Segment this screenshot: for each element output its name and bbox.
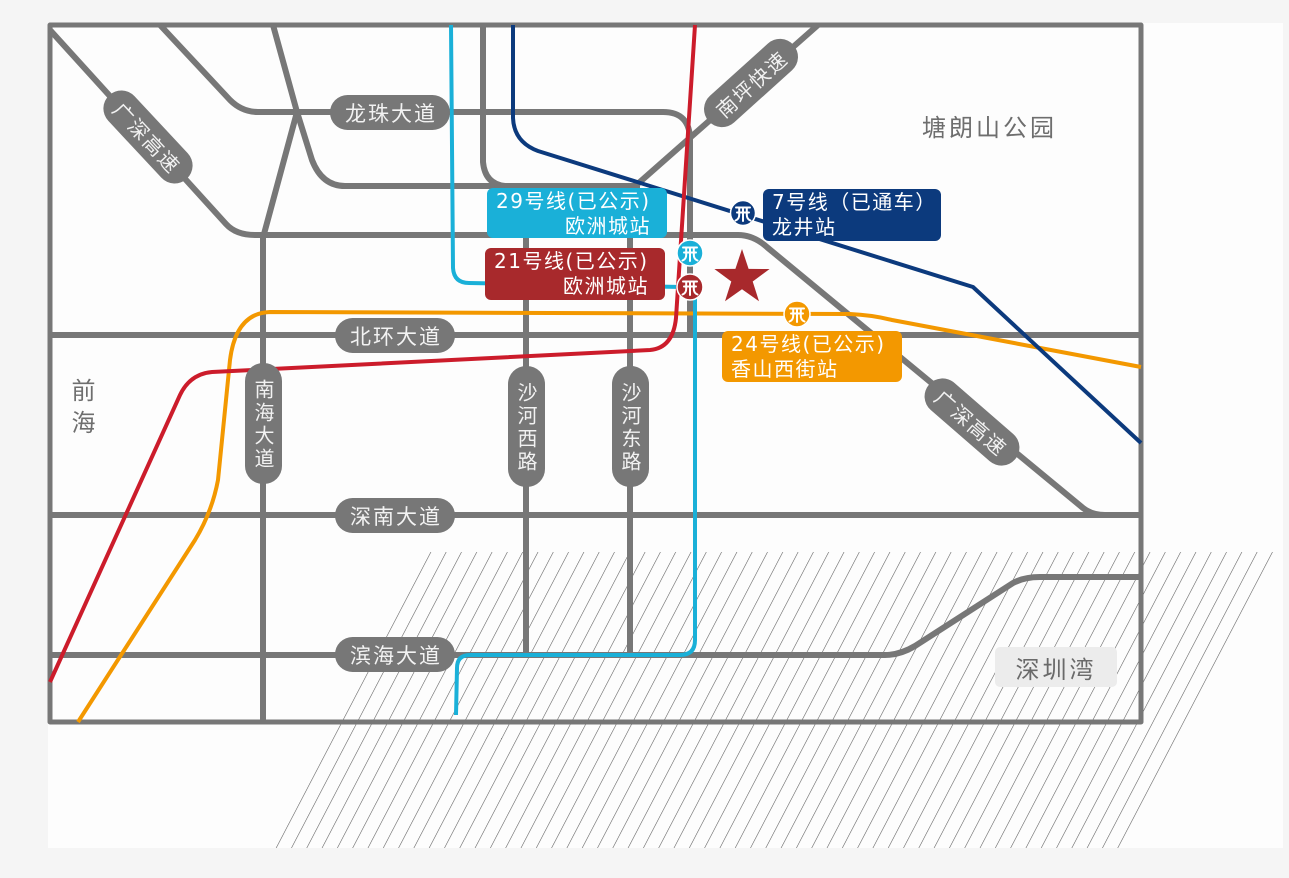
station-name: 欧洲城站 bbox=[563, 274, 649, 298]
metro-line-7 bbox=[511, 25, 1143, 445]
line-name: 24号线(已公示) bbox=[731, 332, 886, 356]
road-connector-east bbox=[294, 111, 640, 189]
sea-hatch-area bbox=[275, 552, 1282, 848]
road-north-vertical bbox=[480, 25, 506, 189]
road-connector-north bbox=[261, 24, 300, 235]
station-name: 欧洲城站 bbox=[565, 214, 651, 238]
road-label-longzhu: 龙珠大道 bbox=[330, 95, 450, 130]
station-icon-line-7 bbox=[729, 199, 757, 227]
road-label-binhai: 滨海大道 bbox=[335, 637, 455, 672]
station-label-line-21: 21号线(已公示) 欧洲城站 bbox=[485, 248, 665, 300]
line-name: 21号线(已公示) bbox=[494, 249, 649, 273]
station-icon-line-21 bbox=[676, 273, 704, 301]
place-label-tanglangshan-park: 塘朗山公园 bbox=[922, 114, 1057, 142]
road-label-beihuan: 北环大道 bbox=[335, 318, 455, 353]
place-label-shenzhen-bay: 深圳湾 bbox=[995, 647, 1117, 687]
road-binhai bbox=[50, 574, 1141, 658]
station-icon-line-24 bbox=[783, 300, 811, 328]
line-name: 7号线（已通车） bbox=[772, 190, 937, 214]
road-label-nanhai: 南海大道 bbox=[245, 363, 282, 484]
station-icon-line-29 bbox=[676, 239, 704, 267]
station-label-line-24: 24号线(已公示) 香山西街站 bbox=[722, 331, 902, 382]
place-label-qianhai: 前海 bbox=[67, 378, 95, 442]
line-name: 29号线(已公示) bbox=[496, 189, 651, 213]
station-name: 龙井站 bbox=[772, 215, 837, 239]
metro-line-21 bbox=[48, 24, 697, 683]
road-label-shahe-west: 沙河西路 bbox=[508, 366, 545, 487]
map-frame bbox=[47, 22, 1144, 725]
station-label-line-29: 29号线(已公示) 欧洲城站 bbox=[487, 188, 667, 238]
star-icon bbox=[714, 249, 770, 302]
road-label-shennan: 深南大道 bbox=[335, 498, 455, 533]
metro-line-24 bbox=[76, 310, 1142, 724]
road-label-shahe-east: 沙河东路 bbox=[612, 366, 649, 487]
metro-line-29 bbox=[449, 24, 697, 716]
station-name: 香山西街站 bbox=[731, 357, 839, 381]
station-label-line-7: 7号线（已通车） 龙井站 bbox=[763, 189, 941, 241]
